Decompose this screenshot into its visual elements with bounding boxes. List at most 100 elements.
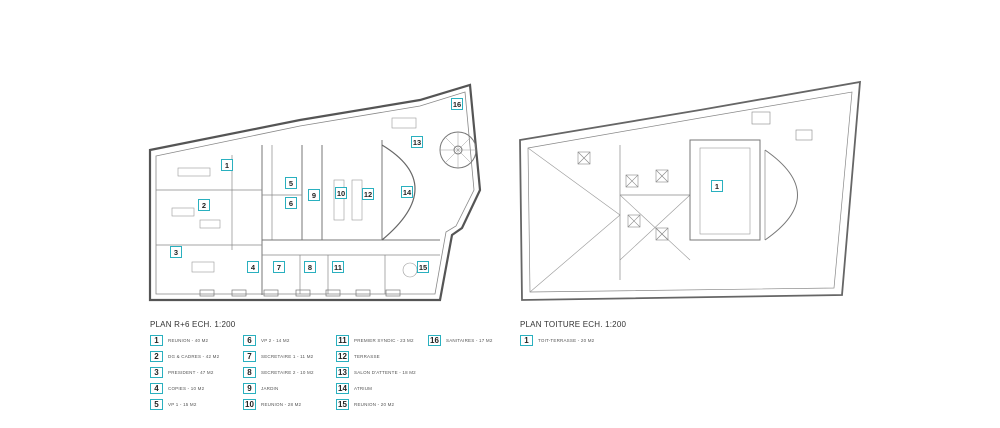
desk [199, 219, 221, 229]
legend-text: PRESIDENT - 47 M2 [168, 370, 214, 375]
room-tag-11: 11 [332, 261, 344, 273]
legend-item: 7 SECRETAIRE 1 - 11 M2 [243, 350, 314, 363]
legend-num: 16 [428, 335, 441, 346]
legend-item: 11 PREMIER SYNDIC - 23 M2 [336, 334, 416, 347]
legend-num: 4 [150, 383, 163, 394]
meeting-table [177, 167, 211, 177]
sofa [391, 117, 417, 129]
room-tag-16: 16 [451, 98, 463, 110]
floor-legend-col-2: 6 VP 2 - 14 M2 7 SECRETAIRE 1 - 11 M2 8 SEC… [243, 334, 314, 414]
legend-item: 4 COPIES - 10 M2 [150, 382, 219, 395]
room-tag-14: 14 [401, 186, 413, 198]
roof-terrace-deck [699, 147, 751, 235]
legend-num: 13 [336, 367, 349, 378]
legend-item: 3 PRESIDENT - 47 M2 [150, 366, 219, 379]
legend-num: 2 [150, 351, 163, 362]
room-tag-7: 7 [273, 261, 285, 273]
room-tag-5: 5 [285, 177, 297, 189]
room-tag-4: 4 [247, 261, 259, 273]
skylight [577, 151, 591, 165]
legend-text: SECRETAIRE 1 - 11 M2 [261, 354, 314, 359]
legend-num: 1 [520, 335, 533, 346]
floor-plan-r6 [148, 83, 482, 302]
legend-text: REUNION - 28 M2 [261, 402, 302, 407]
room-tag-2: 2 [198, 199, 210, 211]
legend-text: SALON D'ATTENTE - 18 M2 [354, 370, 416, 375]
legend-num: 11 [336, 335, 349, 346]
legend-num: 14 [336, 383, 349, 394]
legend-item: 15 REUNION - 20 M2 [336, 398, 416, 411]
legend-text: TERRASSE [354, 354, 380, 359]
legend-text: DG & CADRES - 42 M2 [168, 354, 220, 359]
legend-text: REUNION - 20 M2 [354, 402, 395, 407]
legend-item: 16 SANITAIRES - 17 M2 [428, 334, 493, 347]
legend-item: 1 REUNION - 40 M2 [150, 334, 219, 347]
legend-text: JARDIN [261, 386, 279, 391]
atrium-wall [381, 144, 416, 241]
legend-text: TOIT-TERRASSE - 20 M2 [538, 338, 595, 343]
roof-inner-wall [527, 91, 853, 293]
legend-item: 13 SALON D'ATTENTE - 18 M2 [336, 366, 416, 379]
legend-text: COPIES - 10 M2 [168, 386, 205, 391]
room-tag-6: 6 [285, 197, 297, 209]
legend-item: 12 TERRASSE [336, 350, 416, 363]
legend-item: 2 DG & CADRES - 42 M2 [150, 350, 219, 363]
meeting-table [333, 179, 345, 221]
room-tag-12: 12 [362, 188, 374, 200]
legend-num: 10 [243, 399, 256, 410]
meeting-table [351, 179, 363, 221]
round-table [402, 262, 418, 278]
roof-room-tag-1: 1 [711, 180, 723, 192]
floor-legend-col-4: 16 SANITAIRES - 17 M2 [428, 334, 493, 350]
room-tag-13: 13 [411, 136, 423, 148]
skylight [627, 214, 641, 228]
floor-plan-title: PLAN R+6 ECH. 1:200 [150, 320, 236, 329]
roof-legend-col-1: 1 TOIT-TERRASSE - 20 M2 [520, 334, 594, 350]
chimney [795, 129, 813, 141]
legend-num: 8 [243, 367, 256, 378]
room-tag-10: 10 [335, 187, 347, 199]
legend-num: 1 [150, 335, 163, 346]
legend-num: 6 [243, 335, 256, 346]
legend-num: 15 [336, 399, 349, 410]
floor-legend-col-3: 11 PREMIER SYNDIC - 23 M2 12 TERRASSE 13 SA… [336, 334, 416, 414]
legend-text: VP 2 - 14 M2 [261, 338, 290, 343]
legend-num: 12 [336, 351, 349, 362]
floor-outer-wall [148, 83, 482, 302]
room-tag-8: 8 [304, 261, 316, 273]
legend-text: SECRETAIRE 2 - 10 M2 [261, 370, 314, 375]
legend-text: REUNION - 40 M2 [168, 338, 209, 343]
legend-text: PREMIER SYNDIC - 23 M2 [354, 338, 414, 343]
room-tag-1: 1 [221, 159, 233, 171]
chimney [751, 111, 771, 125]
skylight [625, 174, 639, 188]
roof-outer-wall [519, 80, 861, 301]
skylight [655, 169, 669, 183]
desk [171, 207, 195, 217]
floor-inner-wall [155, 91, 475, 295]
legend-item: 1 TOIT-TERRASSE - 20 M2 [520, 334, 594, 347]
floor-plans-drawing [148, 80, 861, 302]
skylight [655, 227, 669, 241]
legend-item: 8 SECRETAIRE 2 - 10 M2 [243, 366, 314, 379]
legend-num: 3 [150, 367, 163, 378]
legend-item: 5 VP 1 - 15 M2 [150, 398, 219, 411]
room-tag-15: 15 [417, 261, 429, 273]
room-tag-3: 3 [170, 246, 182, 258]
legend-text: SANITAIRES - 17 M2 [446, 338, 493, 343]
legend-item: 14 ATRIUM [336, 382, 416, 395]
legend-item: 9 JARDIN [243, 382, 314, 395]
legend-item: 10 REUNION - 28 M2 [243, 398, 314, 411]
legend-text: ATRIUM [354, 386, 373, 391]
legend-num: 9 [243, 383, 256, 394]
legend-item: 6 VP 2 - 14 M2 [243, 334, 314, 347]
room-tag-9: 9 [308, 189, 320, 201]
roof-terrace [689, 139, 761, 241]
legend-text: VP 1 - 15 M2 [168, 402, 197, 407]
legend-num: 7 [243, 351, 256, 362]
roof-dome [764, 149, 798, 241]
legend-num: 5 [150, 399, 163, 410]
president-desk [191, 261, 215, 273]
roof-plan-title: PLAN TOITURE ECH. 1:200 [520, 320, 627, 329]
